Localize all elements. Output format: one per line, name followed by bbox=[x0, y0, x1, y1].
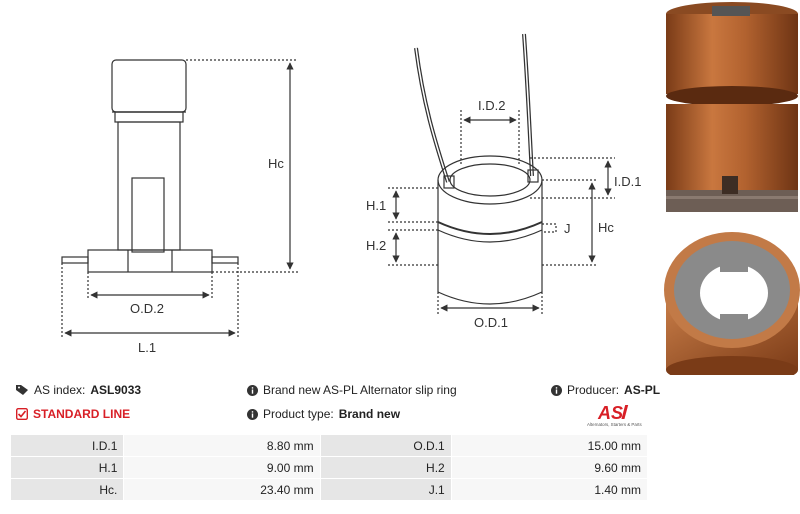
checkbox-icon bbox=[16, 408, 28, 420]
table-row: I.D.1 8.80 mm O.D.1 15.00 mm bbox=[9, 434, 649, 457]
producer: Producer: AS-PL bbox=[551, 383, 660, 397]
description-text: Brand new AS-PL Alternator slip ring bbox=[263, 383, 457, 397]
tag-icon bbox=[16, 385, 28, 395]
as-index-label: AS index: bbox=[34, 383, 86, 397]
h2-label: H.2 bbox=[366, 238, 386, 253]
as-index: AS index: ASL9033 bbox=[16, 383, 141, 397]
table-row: Hc. 23.40 mm J.1 1.40 mm bbox=[9, 478, 649, 501]
od2-label: O.D.2 bbox=[130, 301, 164, 316]
j-label: J bbox=[564, 221, 571, 236]
spec-key: O.D.1 bbox=[319, 434, 452, 457]
as-index-value: ASL9033 bbox=[90, 383, 142, 397]
producer-value: AS-PL bbox=[624, 383, 661, 397]
spec-key: I.D.1 bbox=[9, 434, 125, 457]
id1-label: I.D.1 bbox=[614, 174, 641, 189]
table-row: H.1 9.00 mm H.2 9.60 mm bbox=[9, 456, 649, 479]
product-type: Product type: Brand new bbox=[247, 407, 400, 421]
info-icon bbox=[551, 384, 562, 396]
info-icon bbox=[247, 408, 258, 420]
spec-value: 9.00 mm bbox=[123, 456, 321, 479]
spec-value: 8.80 mm bbox=[123, 434, 321, 457]
od1-label: O.D.1 bbox=[474, 315, 508, 330]
producer-label: Producer: bbox=[567, 383, 620, 397]
spec-table: I.D.1 8.80 mm O.D.1 15.00 mm H.1 9.00 mm… bbox=[9, 434, 649, 501]
spec-key: H.2 bbox=[319, 456, 452, 479]
id2-label: I.D.2 bbox=[478, 98, 505, 113]
standard-line-label: STANDARD LINE bbox=[33, 407, 131, 421]
spec-key: Hc. bbox=[9, 478, 125, 501]
hc-left-label: Hc bbox=[268, 156, 284, 171]
spec-key: H.1 bbox=[9, 456, 125, 479]
spec-key: J.1 bbox=[319, 478, 452, 501]
product-photo-top bbox=[664, 232, 800, 375]
technical-drawings: Hc O.D.2 L.1 bbox=[61, 2, 800, 375]
logo-tagline: Alternators, Starters & Parts bbox=[587, 422, 642, 427]
spec-value: 15.00 mm bbox=[450, 434, 649, 457]
l1-label: L.1 bbox=[138, 340, 156, 355]
side-view-drawing bbox=[61, 59, 298, 338]
product-type-label: Product type: bbox=[263, 407, 334, 421]
spec-value: 1.40 mm bbox=[450, 478, 649, 501]
product-type-value: Brand new bbox=[338, 407, 401, 421]
spec-value: 23.40 mm bbox=[123, 478, 321, 501]
h1-label: H.1 bbox=[366, 198, 386, 213]
spec-value: 9.60 mm bbox=[450, 456, 649, 479]
logo-mark: AS bbox=[597, 403, 623, 423]
isometric-drawing bbox=[388, 33, 615, 314]
info-icon bbox=[247, 384, 258, 396]
product-photo-side bbox=[666, 2, 798, 212]
standard-line: STANDARD LINE bbox=[16, 407, 130, 421]
hc-right-label: Hc bbox=[598, 220, 614, 235]
as-pl-logo: AS Alternators, Starters & Parts bbox=[587, 403, 642, 427]
description: Brand new AS-PL Alternator slip ring bbox=[247, 383, 457, 397]
